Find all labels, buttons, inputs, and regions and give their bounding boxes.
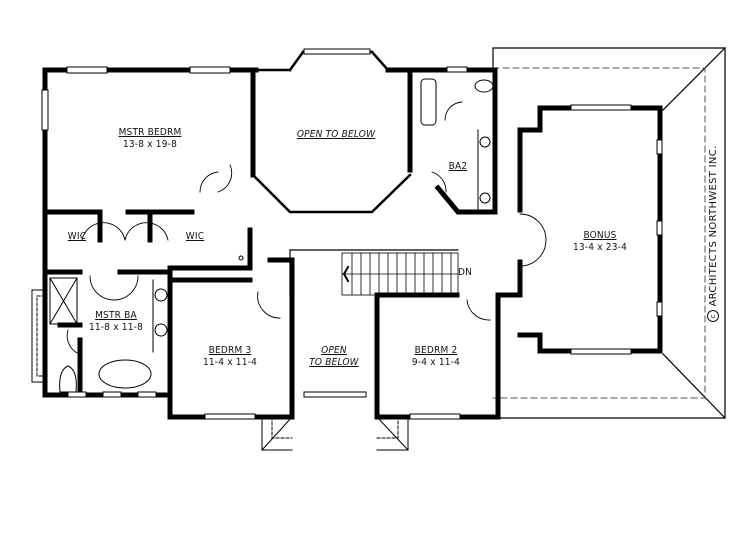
room-label-ba2: BA2 [448, 161, 468, 172]
copyright-icon: c [707, 310, 719, 323]
room-label-open-to-below: OPEN TO BELOW [296, 129, 376, 140]
entry-bays [261, 416, 409, 451]
exterior-walls [42, 67, 663, 420]
stair-dn-label: DN [458, 267, 473, 278]
bay-window [31, 289, 46, 383]
room-label-wic-right: WIC [185, 231, 205, 242]
room-label-bonus: BONUS 13-4 x 23-4 [572, 230, 628, 253]
windows [41, 48, 663, 420]
room-label-open-to-below-lower: OPEN TO BELOW [309, 345, 359, 368]
stairs [289, 249, 459, 296]
roof-outline [492, 47, 726, 419]
roof-dashed [492, 67, 706, 399]
copyright-notice: cARCHITECTS NORTHWEST INC. [707, 119, 719, 349]
doors [66, 101, 547, 356]
room-label-bedrm-2: BEDRM 2 9-4 x 11-4 [411, 345, 461, 368]
room-label-mstr-ba: MSTR BA 11-8 x 11-8 [88, 310, 144, 333]
room-label-mstr-bedrm: MSTR BEDRM 13-8 x 19-8 [118, 127, 182, 150]
room-label-bedrm-3: BEDRM 3 11-4 x 11-4 [202, 345, 258, 368]
room-label-wic-left: WIC [67, 231, 87, 242]
fixtures [49, 78, 494, 393]
